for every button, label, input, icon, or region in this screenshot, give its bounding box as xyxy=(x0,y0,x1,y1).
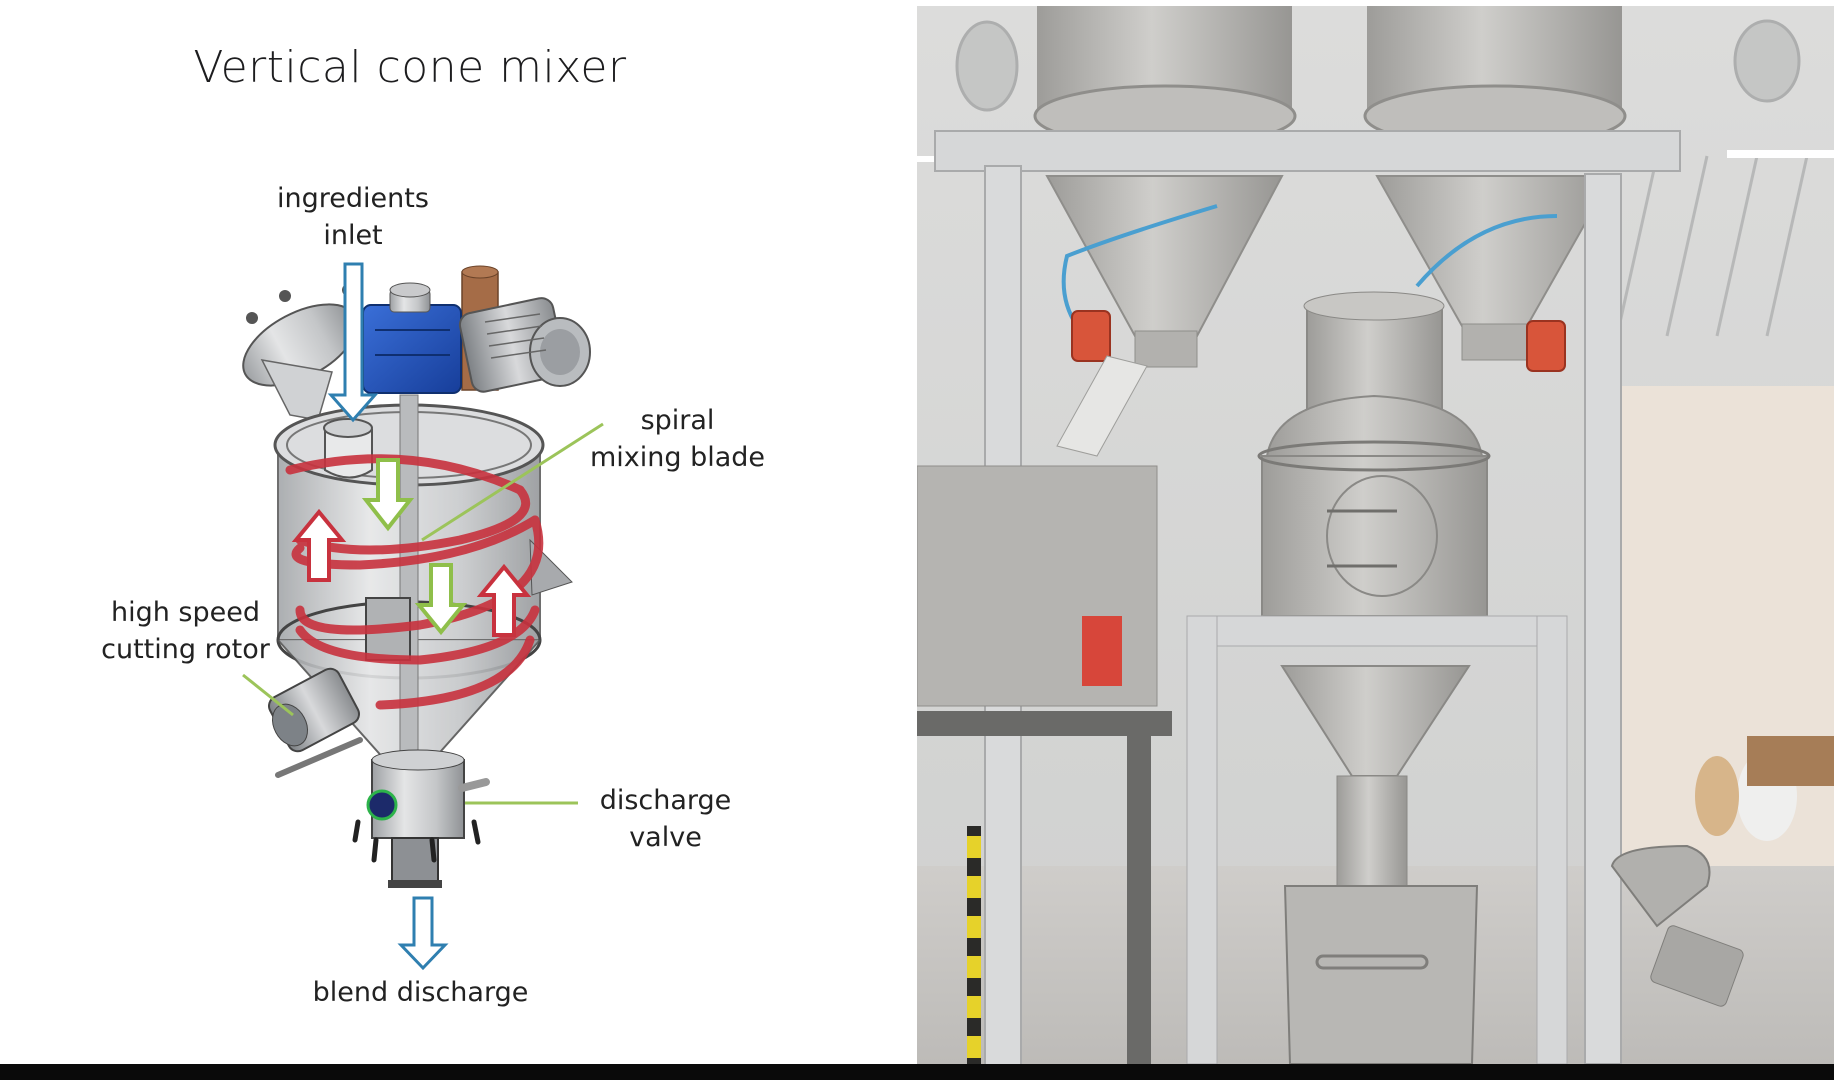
mixer-diagram-illustration xyxy=(242,262,604,971)
label-line: spiral xyxy=(640,405,715,436)
label-discharge-valve: discharge valve xyxy=(578,782,753,856)
gearbox-icon xyxy=(362,282,462,394)
red-component xyxy=(1082,616,1122,686)
up-flow-arrow-icon xyxy=(476,563,532,637)
leader-lines xyxy=(242,422,604,805)
ceiling-light xyxy=(917,156,947,162)
up-flow-arrow-icon xyxy=(291,508,347,582)
frame-leg xyxy=(1186,615,1218,1064)
label-spiral-mixing-blade: spiral mixing blade xyxy=(565,402,790,476)
label-ingredients-inlet: ingredients inlet xyxy=(243,180,463,254)
cutting-rotor-motor-icon xyxy=(268,667,363,778)
down-flow-arrow-icon xyxy=(414,563,468,636)
spiral-mixing-blade-icon xyxy=(285,454,544,710)
lower-frame-beam xyxy=(1186,615,1568,647)
transfer-pipe xyxy=(1056,355,1148,457)
label-line: valve xyxy=(629,822,702,853)
frame-leg xyxy=(1584,173,1622,1064)
installation-photo xyxy=(917,6,1834,1064)
bottom-black-bar xyxy=(0,1064,1834,1080)
discharge-bin xyxy=(1283,885,1479,1064)
drive-motor-icon xyxy=(458,297,591,393)
label-high-speed-cutting-rotor: high speed cutting rotor xyxy=(78,594,293,668)
label-line: blend discharge xyxy=(312,977,529,1008)
ingredients-inlet-arrow-icon xyxy=(327,262,379,423)
ceiling-slats xyxy=(1615,155,1809,337)
vibrator-motor-icon xyxy=(1526,320,1566,372)
blend-discharge-arrow-icon xyxy=(397,896,449,971)
top-frame-beam xyxy=(934,130,1681,172)
hazard-stripe-post xyxy=(967,826,981,1064)
diagram-panel: Vertical cone mixer xyxy=(0,0,917,1064)
frame-leg xyxy=(1536,615,1568,1064)
spiral-blade-leader-line xyxy=(421,422,604,542)
diagram-title: Vertical cone mixer xyxy=(193,42,627,93)
vibrator-motor-icon xyxy=(1071,310,1111,362)
material-bag xyxy=(1695,756,1739,836)
air-hoses xyxy=(1061,204,1558,328)
cutting-rotor-leader-line xyxy=(242,673,294,717)
label-line: cutting rotor xyxy=(101,634,270,665)
wall-vent xyxy=(1733,19,1801,103)
down-flow-arrow-icon xyxy=(361,458,415,532)
label-line: high speed xyxy=(110,597,260,628)
cardboard-box xyxy=(1747,736,1834,786)
dark-frame-leg xyxy=(1127,726,1151,1064)
vertical-mixer-installed xyxy=(1257,291,1491,887)
label-line: discharge xyxy=(599,785,732,816)
side-feeder xyxy=(1610,844,1744,1007)
label-line: ingredients xyxy=(277,183,429,214)
label-line: mixing blade xyxy=(589,442,766,473)
wall-vent xyxy=(955,20,1019,112)
label-line: inlet xyxy=(323,220,383,251)
label-blend-discharge: blend discharge xyxy=(283,974,558,1011)
installation-photo-illustration xyxy=(917,6,1834,1064)
discharge-valve-icon xyxy=(352,749,490,888)
ceiling-light xyxy=(1727,150,1834,158)
